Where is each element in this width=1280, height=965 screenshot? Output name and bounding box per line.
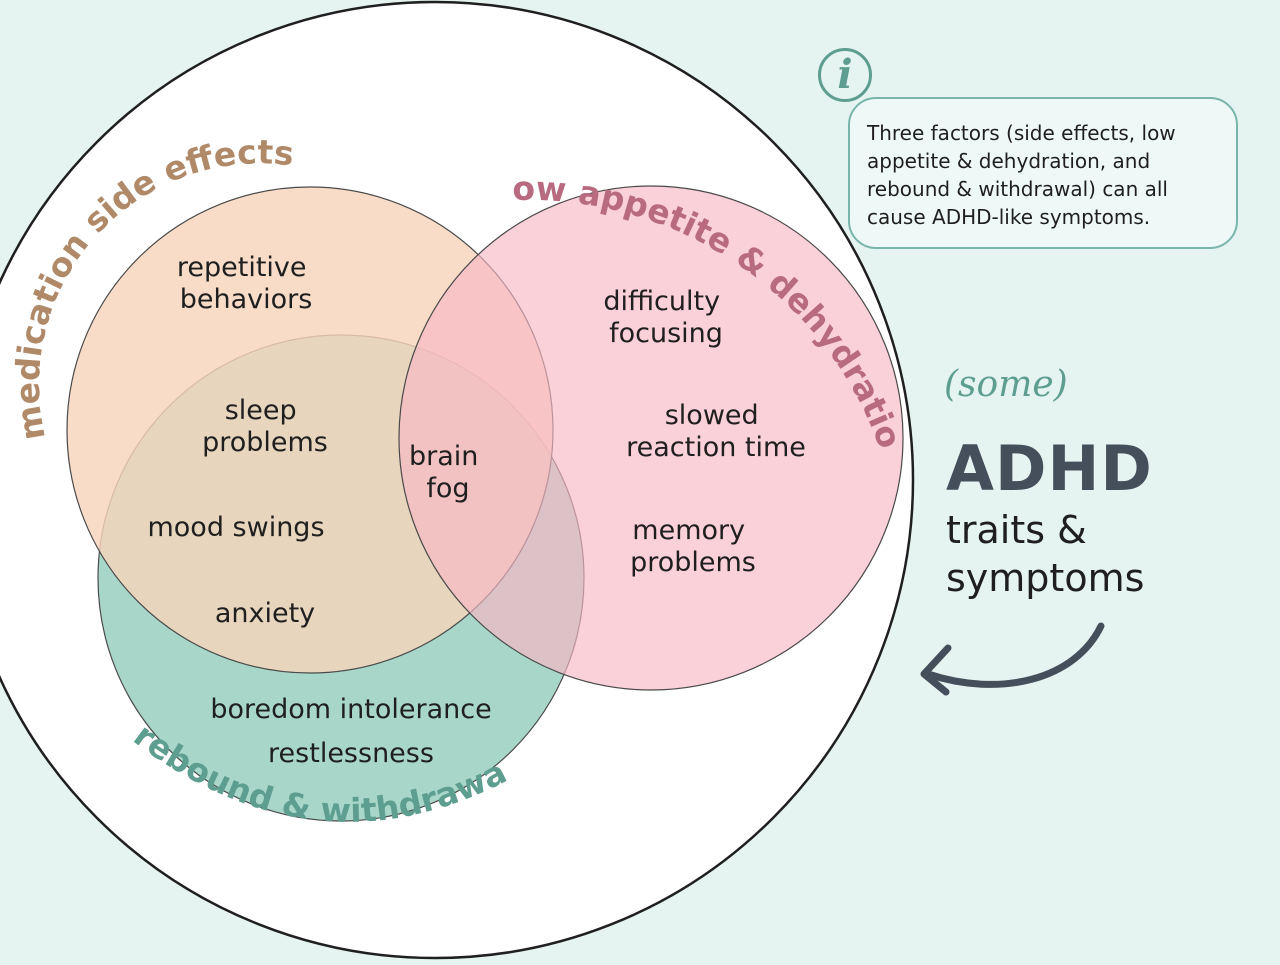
symptom-boredom-intolerance: boredom intolerance [210,694,491,725]
symptom-repetitive-behaviors: repetitive behaviors [177,252,315,315]
symptom-memory-problems: memory problems [630,515,756,578]
symptom-sleep-problems: sleep problems [202,395,328,458]
info-callout: Three factors (side effects, low appetit… [848,97,1238,249]
info-callout-text: Three factors (side effects, low appetit… [867,121,1176,229]
adhd-subtitle: traits & symptoms [946,506,1266,602]
info-icon: i [818,48,872,102]
adhd-subtitle-line: symptoms [946,556,1145,600]
arrow-head-icon [920,644,952,696]
symptom-difficulty-focusing: difficulty focusing [603,286,728,349]
symptom-mood-swings: mood swings [147,512,324,543]
symptom-restlessness: restlessness [268,738,434,769]
symptom-brain-fog: brain fog [409,441,487,504]
low-appetite-dehydration-circle [398,185,904,691]
symptom-anxiety: anxiety [215,598,315,629]
some-qualifier: (some) [944,364,1068,405]
adhd-title: ADHD [946,432,1153,505]
curved-arrow-icon [924,622,1105,688]
symptom-slowed-reaction-time: slowed reaction time [626,400,806,463]
adhd-subtitle-line: traits & [946,508,1087,552]
